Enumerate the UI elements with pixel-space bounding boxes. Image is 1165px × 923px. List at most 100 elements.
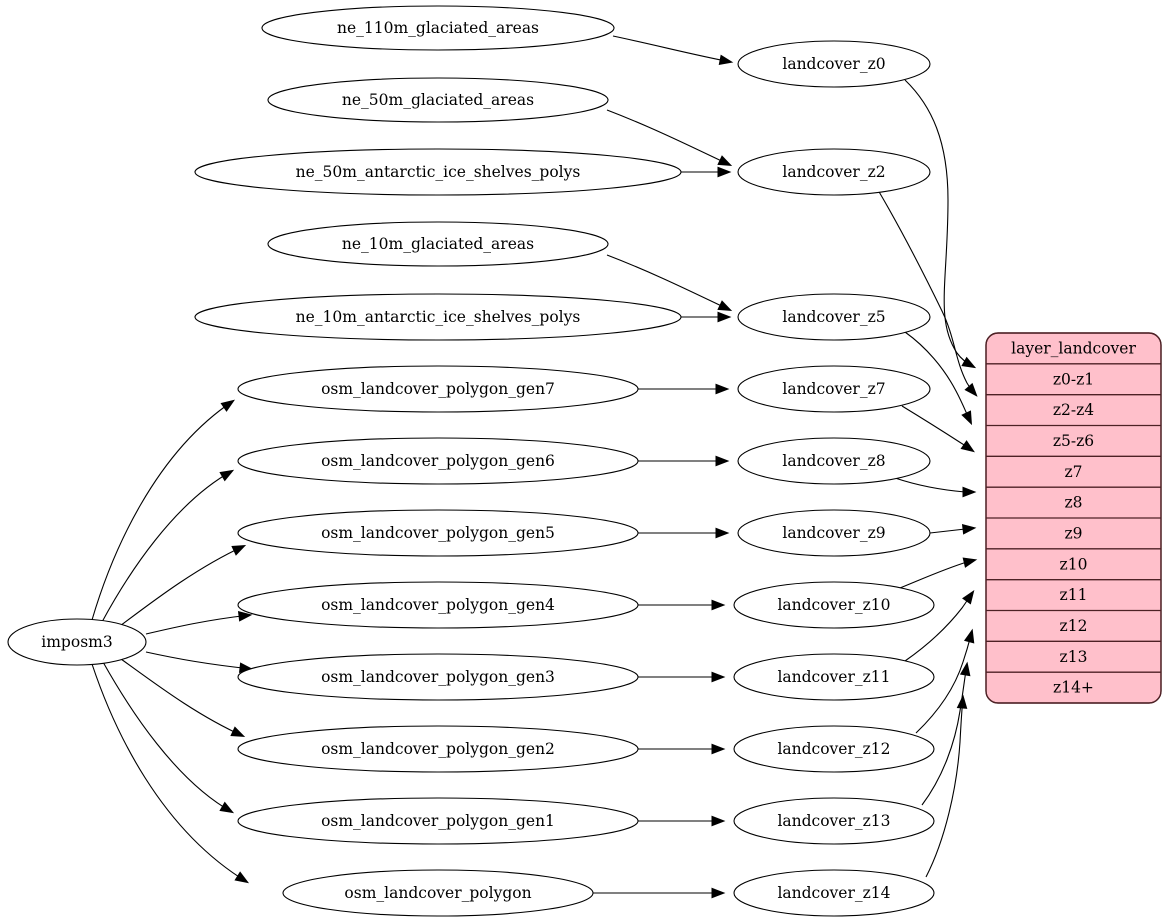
node-shape xyxy=(194,148,682,196)
node-shape xyxy=(737,509,931,557)
edge-line xyxy=(877,189,977,396)
layer-landcover-table[interactable]: layer_landcoverz0-z1z2-z4z5-z6z7z8z9z10z… xyxy=(985,332,1162,704)
arrow-head-icon xyxy=(962,486,977,498)
table-row-label: z11 xyxy=(1060,586,1088,604)
table-row-z2-z4[interactable]: z2-z4 xyxy=(986,395,1161,426)
table-row-z10[interactable]: z10 xyxy=(986,549,1161,580)
source-node-imposm3[interactable]: imposm3 xyxy=(7,618,147,666)
arrow-head-icon xyxy=(231,544,247,556)
node-shape xyxy=(737,148,931,196)
table-row-z8[interactable]: z8 xyxy=(986,487,1161,518)
table-node-osm_landcover_polygon[interactable]: osm_landcover_polygon xyxy=(282,869,594,917)
arrow-head-icon xyxy=(715,455,730,467)
arrow-head-icon xyxy=(711,599,726,611)
nodes-layer: imposm3 ne_110m_glaciated_areas ne_50m_gla… xyxy=(7,5,935,917)
node-label: osm_landcover_polygon_gen2 xyxy=(321,740,555,758)
node-label: osm_landcover_polygon_gen5 xyxy=(321,524,555,542)
table-node-osm_landcover_polygon_gen7[interactable]: osm_landcover_polygon_gen7 xyxy=(237,365,639,413)
node-shape xyxy=(237,365,639,413)
node-label: landcover_z14 xyxy=(777,884,890,902)
table-row-z13[interactable]: z13 xyxy=(986,641,1161,672)
node-label: landcover_z7 xyxy=(782,380,885,398)
arrow-head-icon xyxy=(960,440,975,453)
layer-node-landcover_z13[interactable]: landcover_z13 xyxy=(733,797,935,845)
layer-node-landcover_z10[interactable]: landcover_z10 xyxy=(733,581,935,629)
node-label: landcover_z5 xyxy=(782,308,885,326)
edge-line xyxy=(925,696,964,878)
table-node-osm_landcover_polygon_gen4[interactable]: osm_landcover_polygon_gen4 xyxy=(237,581,639,629)
table-node-ne_10m_glaciated_areas[interactable]: ne_10m_glaciated_areas xyxy=(267,221,609,267)
edge-landcover_z11-to-row-z11 xyxy=(904,590,975,662)
edge-osm_landcover_polygon_gen1-to-landcover_z13 xyxy=(638,815,726,827)
edge-ne_50m_antarctic_ice_shelves_polys-to-landcover_z2 xyxy=(681,166,732,178)
layer-node-landcover_z14[interactable]: landcover_z14 xyxy=(733,869,935,917)
table-row-z14+[interactable]: z14+ xyxy=(986,672,1161,703)
node-label: imposm3 xyxy=(41,633,112,651)
edge-line xyxy=(101,470,233,623)
node-shape xyxy=(733,653,935,701)
layer-node-landcover_z12[interactable]: landcover_z12 xyxy=(733,725,935,773)
edge-osm_landcover_polygon_gen5-to-landcover_z9 xyxy=(638,527,730,539)
node-label: landcover_z0 xyxy=(782,55,885,73)
table-node-osm_landcover_polygon_gen3[interactable]: osm_landcover_polygon_gen3 xyxy=(237,653,639,701)
edge-imposm3-to-osm_landcover_polygon xyxy=(91,663,250,884)
node-shape xyxy=(737,293,931,341)
node-label: osm_landcover_polygon_gen1 xyxy=(321,812,555,830)
arrow-head-icon xyxy=(717,311,732,323)
edge-landcover_z8-to-row-z8 xyxy=(894,477,977,498)
edge-landcover_z12-to-row-z12 xyxy=(915,628,975,734)
table-row-z12[interactable]: z12 xyxy=(986,611,1161,642)
table-node-osm_landcover_polygon_gen1[interactable]: osm_landcover_polygon_gen1 xyxy=(237,797,639,845)
node-shape xyxy=(733,725,935,773)
table-node-osm_landcover_polygon_gen6[interactable]: osm_landcover_polygon_gen6 xyxy=(237,437,639,485)
layer-node-landcover_z2[interactable]: landcover_z2 xyxy=(737,148,931,196)
layer-node-landcover_z5[interactable]: landcover_z5 xyxy=(737,293,931,341)
arrow-head-icon xyxy=(711,743,726,755)
node-label: osm_landcover_polygon_gen7 xyxy=(321,380,555,398)
node-shape xyxy=(237,653,639,701)
arrow-head-icon xyxy=(237,611,253,622)
table-node-osm_landcover_polygon_gen5[interactable]: osm_landcover_polygon_gen5 xyxy=(237,509,639,557)
layer-node-landcover_z9[interactable]: landcover_z9 xyxy=(737,509,931,557)
table-row-label: z5-z6 xyxy=(1053,432,1094,450)
edge-landcover_z5-to-row-z5-z6 xyxy=(904,331,973,426)
arrow-head-icon xyxy=(963,628,975,644)
edge-line xyxy=(102,661,233,813)
edge-osm_landcover_polygon_gen2-to-landcover_z12 xyxy=(638,743,726,755)
arrow-head-icon xyxy=(718,54,734,66)
edge-line xyxy=(91,663,248,883)
arrow-head-icon xyxy=(219,469,235,482)
node-label: osm_landcover_polygon_gen6 xyxy=(321,452,555,470)
layer-node-landcover_z8[interactable]: landcover_z8 xyxy=(737,437,931,485)
layer-node-landcover_z7[interactable]: landcover_z7 xyxy=(737,365,931,413)
table-row-z7[interactable]: z7 xyxy=(986,456,1161,487)
arrow-head-icon xyxy=(230,726,246,737)
table-node-ne_110m_glaciated_areas[interactable]: ne_110m_glaciated_areas xyxy=(261,5,615,51)
edge-imposm3-to-osm_landcover_polygon_gen1 xyxy=(102,661,235,814)
edge-line xyxy=(921,663,968,806)
arrow-head-icon xyxy=(715,527,730,539)
edge-line xyxy=(612,35,732,63)
layer-node-landcover_z11[interactable]: landcover_z11 xyxy=(733,653,935,701)
table-node-ne_50m_antarctic_ice_shelves_polys[interactable]: ne_50m_antarctic_ice_shelves_polys xyxy=(194,148,682,196)
node-label: landcover_z11 xyxy=(777,668,890,686)
arrow-head-icon xyxy=(717,300,733,312)
node-label: ne_10m_antarctic_ice_shelves_polys xyxy=(296,308,581,326)
table-node-ne_50m_glaciated_areas[interactable]: ne_50m_glaciated_areas xyxy=(267,77,609,123)
node-label: landcover_z8 xyxy=(782,452,885,470)
table-node-osm_landcover_polygon_gen2[interactable]: osm_landcover_polygon_gen2 xyxy=(237,725,639,773)
table-node-ne_10m_antarctic_ice_shelves_polys[interactable]: ne_10m_antarctic_ice_shelves_polys xyxy=(194,293,682,341)
edge-imposm3-to-osm_landcover_polygon_gen4 xyxy=(145,611,253,635)
edge-line xyxy=(901,405,974,452)
table-row-z11[interactable]: z11 xyxy=(986,580,1161,611)
table-row-label: z2-z4 xyxy=(1053,401,1094,419)
node-shape xyxy=(737,365,931,413)
table-row-z9[interactable]: z9 xyxy=(986,518,1161,549)
table-row-z5-z6[interactable]: z5-z6 xyxy=(986,426,1161,457)
edge-landcover_z9-to-row-z9 xyxy=(929,524,977,535)
edge-line xyxy=(145,651,252,670)
layer-node-landcover_z0[interactable]: landcover_z0 xyxy=(737,40,931,88)
node-label: landcover_z9 xyxy=(782,524,885,542)
table-row-z0-z1[interactable]: z0-z1 xyxy=(986,364,1161,395)
